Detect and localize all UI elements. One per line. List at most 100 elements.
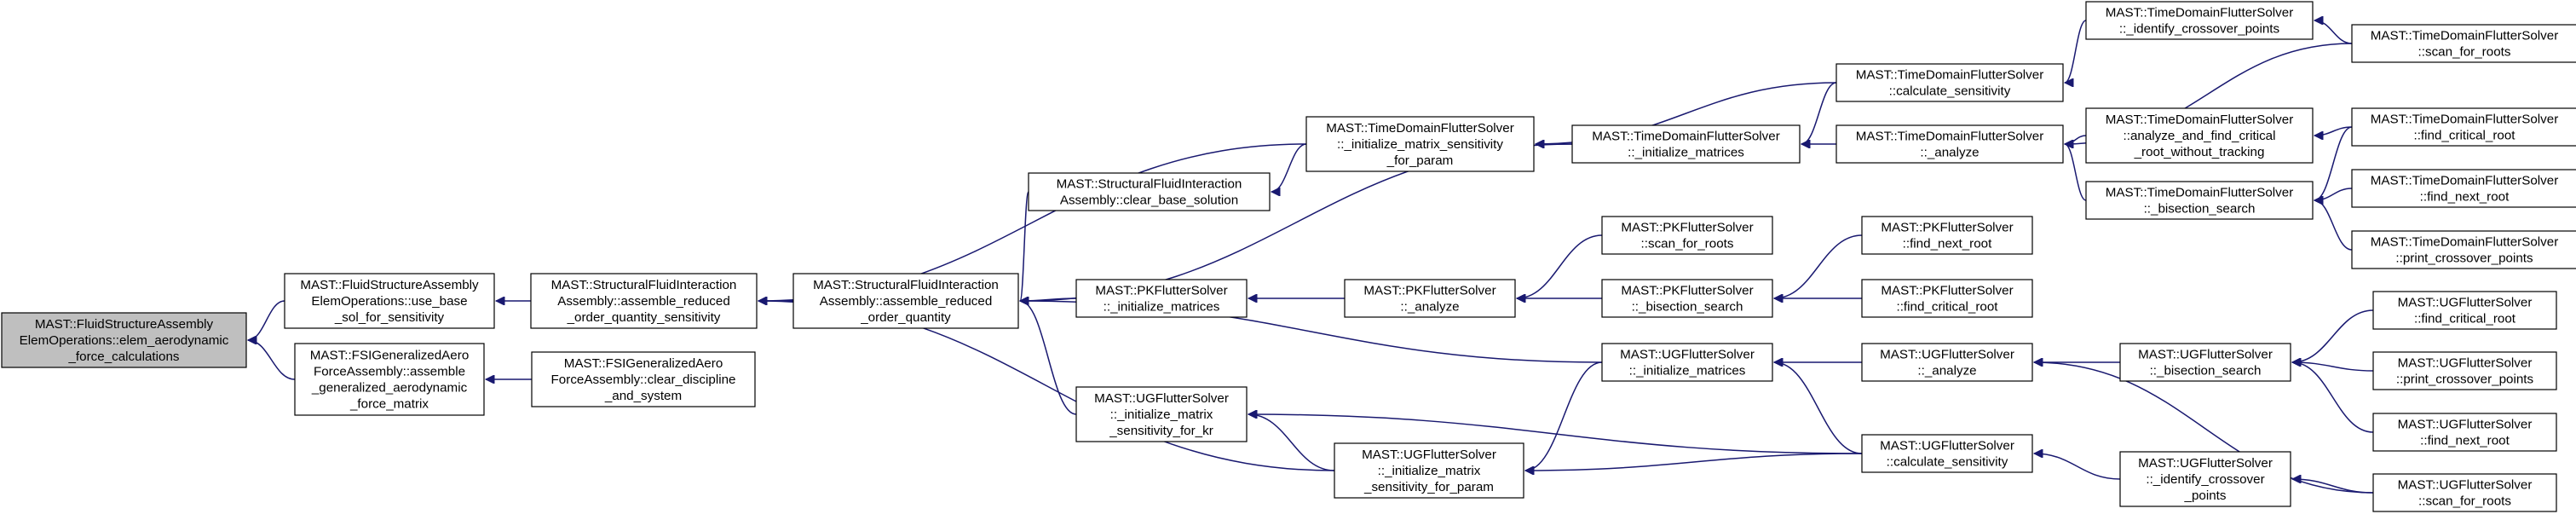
node-timedomainfluttersolver-initialize-matrices[interactable]: MAST::TimeDomainFlutterSolver::_initiali… bbox=[1571, 124, 1801, 164]
node-label-line: MAST::UGFlutterSolver bbox=[2398, 478, 2533, 493]
node-label-line: ::_initialize_matrix_sensitivity bbox=[1337, 137, 1503, 152]
node-label-line: ForceAssembly::assemble bbox=[314, 365, 465, 379]
node-structuralfluidinteractionassembly-clear-base-solution[interactable]: MAST::StructuralFluidInteractionAssembly… bbox=[1028, 172, 1271, 211]
node-box bbox=[1, 312, 247, 368]
node-label-line: _force_matrix bbox=[349, 397, 429, 412]
node-label-line: ::find_next_root bbox=[2420, 434, 2510, 448]
node-timedomainfluttersolver-initialize-matrix-sensitivity-for-param[interactable]: MAST::TimeDomainFlutterSolver::_initiali… bbox=[1305, 116, 1535, 172]
node-label-line: ::find_critical_root bbox=[2413, 129, 2515, 143]
node-fsigeneralizedaeroforceassembly-assemble-generalized-aerodynamic-force-matrix[interactable]: MAST::FSIGeneralizedAeroForceAssembly::a… bbox=[294, 343, 485, 416]
node-label-line: ::_bisection_search bbox=[2150, 364, 2262, 378]
node-label-line: MAST::PKFlutterSolver bbox=[1621, 284, 1753, 298]
node-box bbox=[294, 343, 485, 416]
node-pkfluttersolver-find-next-root[interactable]: MAST::PKFlutterSolver::find_next_root bbox=[1861, 216, 2033, 255]
edge-n6-to-n5 bbox=[1020, 191, 1029, 301]
node-label-line: ::find_next_root bbox=[1903, 237, 1992, 251]
node-box bbox=[792, 273, 1019, 329]
node-label-line: ElemOperations::elem_aerodynamic bbox=[20, 333, 229, 348]
node-fsigeneralizedaeroforceassembly-clear-discipline-and-system[interactable]: MAST::FSIGeneralizedAeroForceAssembly::c… bbox=[531, 351, 756, 407]
edge-n34-to-n26 bbox=[2292, 479, 2374, 494]
node-label-line: _sensitivity_for_kr bbox=[1109, 424, 1213, 438]
node-timedomainfluttersolver-find-next-root[interactable]: MAST::TimeDomainFlutterSolver::find_next… bbox=[2351, 169, 2576, 208]
node-label-line: MAST::UGFlutterSolver bbox=[1620, 348, 1755, 362]
node-timedomainfluttersolver-analyze-and-find-critical-root-without-tracking[interactable]: MAST::TimeDomainFlutterSolver::analyze_a… bbox=[2085, 107, 2314, 164]
node-pkfluttersolver-find-critical-root[interactable]: MAST::PKFlutterSolver::find_critical_roo… bbox=[1861, 279, 2033, 318]
node-label-line: MAST::TimeDomainFlutterSolver bbox=[1592, 130, 1780, 144]
edge-n8-to-n5 bbox=[1020, 301, 1077, 415]
node-label-line: Assembly::assemble_reduced bbox=[557, 294, 730, 309]
node-box bbox=[1861, 343, 2033, 382]
edge-n18-to-n14 bbox=[1774, 234, 1863, 298]
node-timedomainfluttersolver-scan-for-roots[interactable]: MAST::TimeDomainFlutterSolver::scan_for_… bbox=[2351, 24, 2576, 63]
node-label-line: _for_param bbox=[1386, 153, 1454, 168]
node-box bbox=[1075, 279, 1248, 318]
edge-n13-to-n10 bbox=[1517, 234, 1603, 298]
node-box bbox=[2351, 169, 2576, 208]
node-label-line: _points bbox=[2184, 488, 2227, 503]
node-timedomainfluttersolver-bisection-search[interactable]: MAST::TimeDomainFlutterSolver::_bisectio… bbox=[2085, 181, 2314, 220]
node-pkfluttersolver-scan-for-roots[interactable]: MAST::PKFlutterSolver::scan_for_roots bbox=[1601, 216, 1773, 255]
node-label-line: ::scan_for_roots bbox=[2418, 45, 2511, 60]
node-label-line: ::_initialize_matrices bbox=[1104, 300, 1220, 315]
edge-n24-to-n17 bbox=[2065, 144, 2087, 201]
node-label-line: MAST::UGFlutterSolver bbox=[2398, 418, 2533, 432]
node-label-line: MAST::TimeDomainFlutterSolver bbox=[1326, 121, 1514, 136]
node-box bbox=[531, 351, 756, 407]
node-pkfluttersolver-bisection-search[interactable]: MAST::PKFlutterSolver::_bisection_search bbox=[1601, 279, 1773, 318]
node-structuralfluidinteractionassembly-assemble-reduced-order-quantity[interactable]: MAST::StructuralFluidInteractionAssembly… bbox=[792, 273, 1019, 329]
node-ugfluttersolver-initialize-matrices[interactable]: MAST::UGFlutterSolver::_initialize_matri… bbox=[1601, 343, 1773, 382]
node-pkfluttersolver-initialize-matrices[interactable]: MAST::PKFlutterSolver::_initialize_matri… bbox=[1075, 279, 1248, 318]
node-label-line: ::print_crossover_points bbox=[2395, 251, 2533, 266]
node-label-line: MAST::UGFlutterSolver bbox=[1094, 391, 1229, 406]
node-label-line: ::_initialize_matrices bbox=[1629, 364, 1746, 378]
node-label-line: MAST::PKFlutterSolver bbox=[1881, 284, 2013, 298]
node-pkfluttersolver-analyze[interactable]: MAST::PKFlutterSolver::_analyze bbox=[1344, 279, 1516, 318]
node-timedomainfluttersolver-find-critical-root[interactable]: MAST::TimeDomainFlutterSolver::find_crit… bbox=[2351, 107, 2576, 147]
node-label-line: MAST::StructuralFluidInteraction bbox=[1057, 177, 1242, 192]
node-label-line: ::calculate_sensitivity bbox=[1889, 84, 2011, 99]
node-box bbox=[284, 273, 495, 329]
node-label-line: MAST::StructuralFluidInteraction bbox=[551, 278, 737, 292]
node-label-line: ::scan_for_roots bbox=[2418, 494, 2511, 509]
node-box bbox=[1305, 116, 1535, 172]
node-ugfluttersolver-initialize-matrix-sensitivity-for-kr[interactable]: MAST::UGFlutterSolver::_initialize_matri… bbox=[1075, 386, 1248, 442]
node-ugfluttersolver-initialize-matrix-sensitivity-for-param[interactable]: MAST::UGFlutterSolver::_initialize_matri… bbox=[1334, 442, 1524, 499]
node-timedomainfluttersolver-calculate-sensitivity[interactable]: MAST::TimeDomainFlutterSolver::calculate… bbox=[1835, 63, 2064, 102]
node-label-line: MAST::PKFlutterSolver bbox=[1621, 221, 1753, 235]
node-timedomainfluttersolver-print-crossover-points[interactable]: MAST::TimeDomainFlutterSolver::print_cro… bbox=[2351, 230, 2576, 269]
node-fluidstructureassemblyelemoperations-elem-aerodynamic-force-calculations[interactable]: MAST::FluidStructureAssemblyElemOperatio… bbox=[1, 312, 247, 368]
node-label-line: MAST::TimeDomainFlutterSolver bbox=[2106, 186, 2294, 200]
node-label-line: MAST::TimeDomainFlutterSolver bbox=[2371, 29, 2559, 43]
edge-n11-to-n8 bbox=[1248, 414, 1335, 471]
node-ugfluttersolver-bisection-search[interactable]: MAST::UGFlutterSolver::_bisection_search bbox=[2119, 343, 2291, 382]
node-label-line: ::analyze_and_find_critical bbox=[2124, 129, 2276, 143]
node-label-line: MAST::StructuralFluidInteraction bbox=[813, 278, 999, 292]
node-ugfluttersolver-find-critical-root[interactable]: MAST::UGFlutterSolver::find_critical_roo… bbox=[2372, 291, 2557, 330]
node-label-line: _and_system bbox=[604, 389, 682, 403]
node-fluidstructureassemblyelemoperations-use-base-sol-for-sensitivity[interactable]: MAST::FluidStructureAssemblyElemOperatio… bbox=[284, 273, 495, 329]
node-ugfluttersolver-analyze[interactable]: MAST::UGFlutterSolver::_analyze bbox=[1861, 343, 2033, 382]
node-timedomainfluttersolver-identify-crossover-points[interactable]: MAST::TimeDomainFlutterSolver::_identify… bbox=[2085, 1, 2314, 40]
node-label-line: MAST::PKFlutterSolver bbox=[1363, 284, 1495, 298]
node-label-line: MAST::TimeDomainFlutterSolver bbox=[1856, 68, 2044, 83]
node-box bbox=[1571, 124, 1801, 164]
edge-n22-to-n16 bbox=[2065, 20, 2087, 83]
node-label-line: ::calculate_sensitivity bbox=[1887, 455, 2008, 470]
node-ugfluttersolver-scan-for-roots[interactable]: MAST::UGFlutterSolver::scan_for_roots bbox=[2372, 473, 2557, 512]
node-box bbox=[2351, 107, 2576, 147]
node-timedomainfluttersolver-analyze[interactable]: MAST::TimeDomainFlutterSolver::_analyze bbox=[1835, 124, 2064, 164]
node-ugfluttersolver-identify-crossover-points[interactable]: MAST::UGFlutterSolver::_identify_crossov… bbox=[2119, 451, 2291, 507]
node-label-line: _order_quantity_sensitivity bbox=[567, 310, 721, 325]
node-box bbox=[1334, 442, 1524, 499]
node-box bbox=[2085, 107, 2314, 164]
node-label-line: ::find_critical_root bbox=[2414, 312, 2516, 326]
node-box bbox=[1601, 216, 1773, 255]
node-ugfluttersolver-print-crossover-points[interactable]: MAST::UGFlutterSolver::print_crossover_p… bbox=[2372, 351, 2557, 390]
node-structuralfluidinteractionassembly-assemble-reduced-order-quantity-sensitivity[interactable]: MAST::StructuralFluidInteractionAssembly… bbox=[530, 273, 758, 329]
node-box bbox=[530, 273, 758, 329]
node-ugfluttersolver-find-next-root[interactable]: MAST::UGFlutterSolver::find_next_root bbox=[2372, 413, 2557, 452]
node-label-line: ::_analyze bbox=[1400, 300, 1459, 315]
node-ugfluttersolver-calculate-sensitivity[interactable]: MAST::UGFlutterSolver::calculate_sensiti… bbox=[1861, 434, 2033, 473]
node-label-line: MAST::UGFlutterSolver bbox=[2398, 296, 2533, 310]
